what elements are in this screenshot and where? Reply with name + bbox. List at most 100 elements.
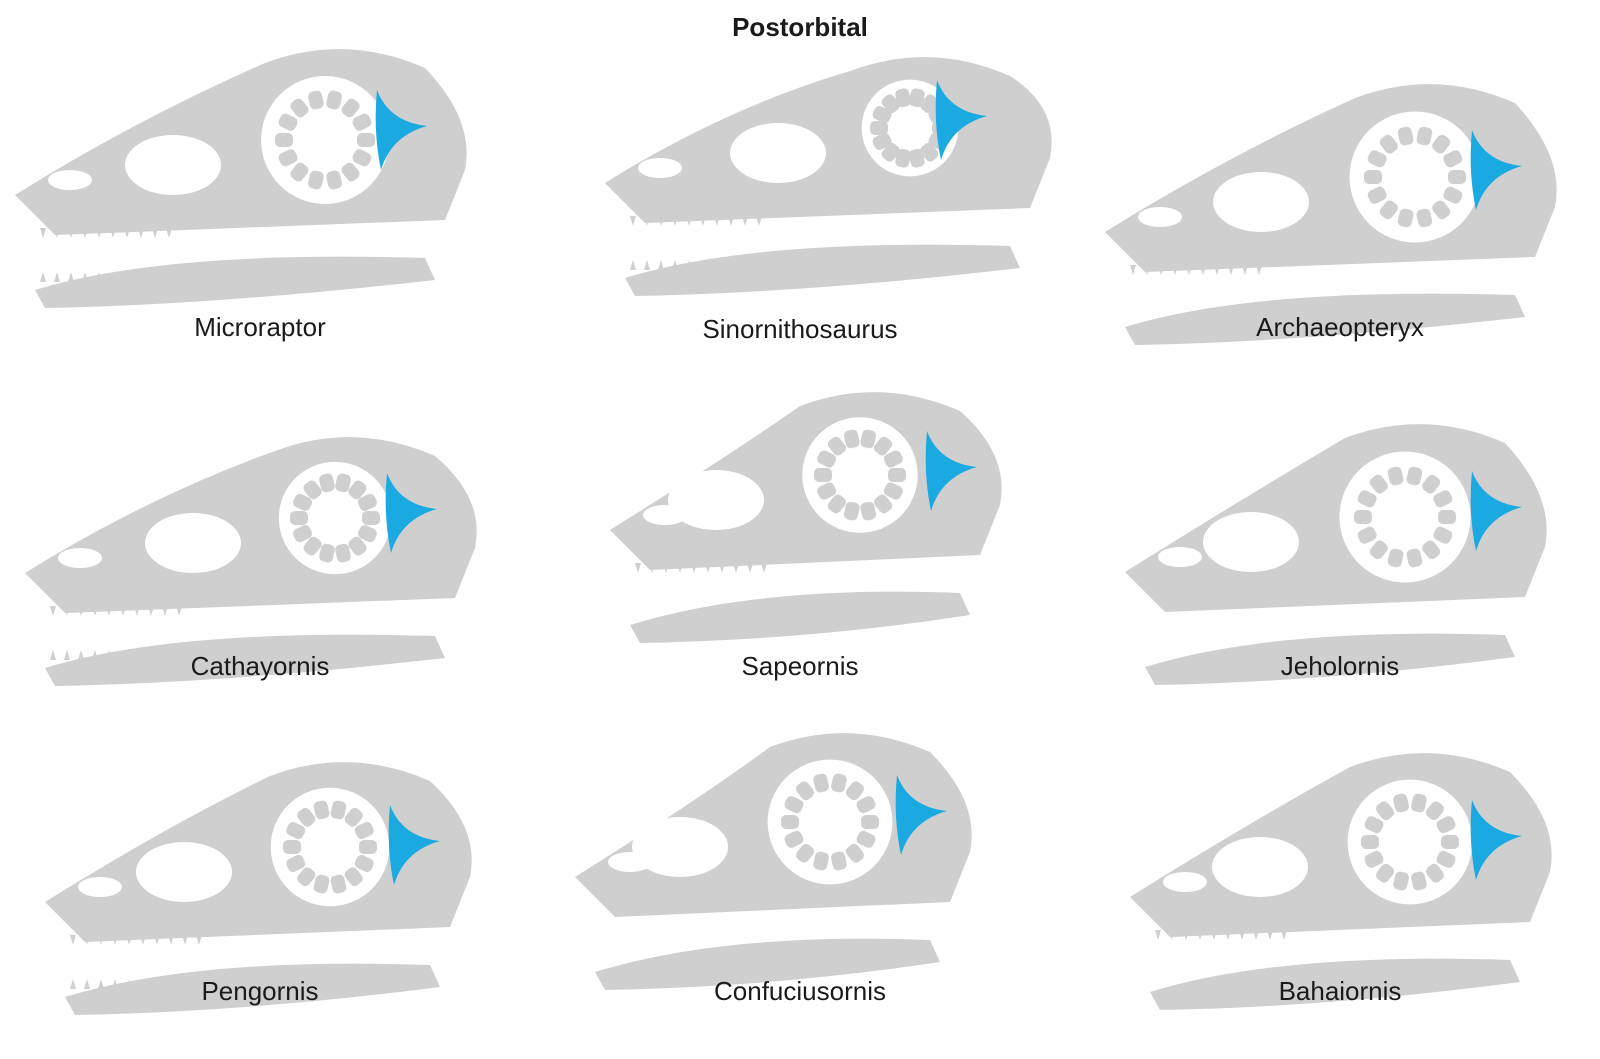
tooth [1253, 930, 1259, 940]
tooth [649, 563, 655, 573]
tooth [162, 606, 168, 616]
sclerotic-ring-plate [326, 170, 342, 190]
sclerotic-ring-plate [319, 473, 335, 493]
sclerotic-ring-plate [814, 468, 832, 482]
sclerotic-ring-plate [1387, 466, 1404, 486]
sclerotic-ring-plate [319, 543, 335, 563]
tooth [140, 935, 146, 945]
antorbital-fenestra [632, 817, 728, 877]
tooth [148, 606, 154, 616]
skull-drawing [25, 437, 477, 686]
antorbital-fenestra [1212, 837, 1308, 897]
tooth [120, 606, 126, 616]
skull-panel-microraptor: Microraptor [0, 49, 520, 390]
sclerotic-ring-plate [1364, 170, 1382, 184]
sclerotic-ring-plate [352, 113, 372, 131]
lower-jaw [625, 244, 1020, 296]
sclerotic-ring-plate [290, 98, 309, 118]
sclerotic-ring-plate [352, 149, 372, 167]
sclerotic-ring-plate [313, 874, 330, 894]
tooth [50, 606, 56, 616]
tooth [168, 935, 174, 945]
antorbital-fenestra [145, 513, 241, 573]
sclerotic-ring-plate [813, 773, 829, 793]
figure-title: Postorbital [732, 12, 868, 42]
sclerotic-ring-plate [1433, 490, 1453, 508]
tooth [134, 606, 140, 616]
tooth [1169, 930, 1175, 940]
skull-panel-confuciusornis: Confuciusornis [540, 722, 1060, 1052]
tooth [644, 260, 650, 270]
tooth [176, 650, 182, 660]
sclerotic-ring-plate [1432, 134, 1451, 154]
tooth [1267, 930, 1273, 940]
sclerotic-ring-plate [1393, 871, 1409, 891]
sclerotic-ring-plate [290, 162, 309, 182]
tooth [691, 563, 697, 573]
sclerotic-ring-plate [827, 436, 846, 456]
tooth [162, 650, 168, 660]
sclerotic-ring-plate [1406, 548, 1423, 568]
skull-drawing [1125, 424, 1547, 685]
tooth [64, 606, 70, 616]
tooth [733, 563, 739, 573]
tooth [98, 935, 104, 945]
sclerotic-ring-plate [874, 494, 893, 514]
tooth [138, 228, 144, 238]
tooth [672, 260, 678, 270]
tooth [700, 216, 706, 226]
lower-jaw [595, 938, 940, 990]
tooth [176, 606, 182, 616]
tooth [154, 935, 160, 945]
sclerotic-ring-plate [845, 781, 864, 801]
sclerotic-ring-plate [313, 800, 330, 820]
sclerotic-ring-plate [359, 840, 377, 854]
sclerotic-ring-plate [831, 773, 847, 793]
tooth [196, 979, 202, 989]
sclerotic-ring-plate [348, 536, 367, 556]
tooth [1242, 265, 1248, 275]
sclerotic-ring-plate [1411, 793, 1427, 813]
species-label: Archaeopteryx [1256, 312, 1424, 342]
tooth [78, 606, 84, 616]
sclerotic-ring-plate [344, 807, 363, 827]
lower-jaw [1150, 958, 1520, 1010]
tooth [630, 216, 636, 226]
sclerotic-ring-plate [290, 511, 308, 525]
tooth [686, 260, 692, 270]
sclerotic-ring-plate [354, 854, 374, 873]
sclerotic-ring-plate [286, 854, 306, 873]
tooth [1144, 265, 1150, 275]
sclerotic-ring-plate [341, 98, 360, 118]
skull-drawing [605, 57, 1052, 296]
sclerotic-ring-plate [1379, 134, 1398, 154]
tooth [166, 228, 172, 238]
sclerotic-ring-plate [1425, 863, 1444, 883]
sclerotic-ring-plate [354, 821, 374, 840]
lower-jaw [1145, 633, 1515, 685]
sclerotic-ring-plate [357, 493, 377, 511]
sclerotic-ring-plate [1416, 208, 1433, 228]
naris [78, 877, 122, 897]
postorbital-bone-highlight [1470, 130, 1522, 210]
sclerotic-ring-plate [341, 162, 360, 182]
sclerotic-ring-plate [308, 170, 324, 190]
species-label: Confuciusornis [714, 976, 886, 1006]
sclerotic-ring-plate [330, 874, 347, 894]
tooth [40, 228, 46, 238]
sclerotic-ring-plate [357, 525, 377, 543]
sclerotic-ring-plate [920, 94, 939, 114]
sclerotic-ring-plate [1369, 540, 1388, 560]
sclerotic-ring-plate [813, 851, 829, 871]
sclerotic-ring-plate [286, 821, 306, 840]
tooth [1200, 265, 1206, 275]
sclerotic-ring-plate [1369, 474, 1388, 494]
sclerotic-ring-plate [895, 88, 911, 108]
tooth [1225, 930, 1231, 940]
sclerotic-ring-plate [1357, 526, 1377, 544]
tooth [138, 272, 144, 282]
naris [638, 158, 682, 178]
sclerotic-ring-plate [297, 867, 316, 887]
sclerotic-ring-plate [909, 88, 925, 108]
sclerotic-ring-plate [872, 106, 892, 124]
